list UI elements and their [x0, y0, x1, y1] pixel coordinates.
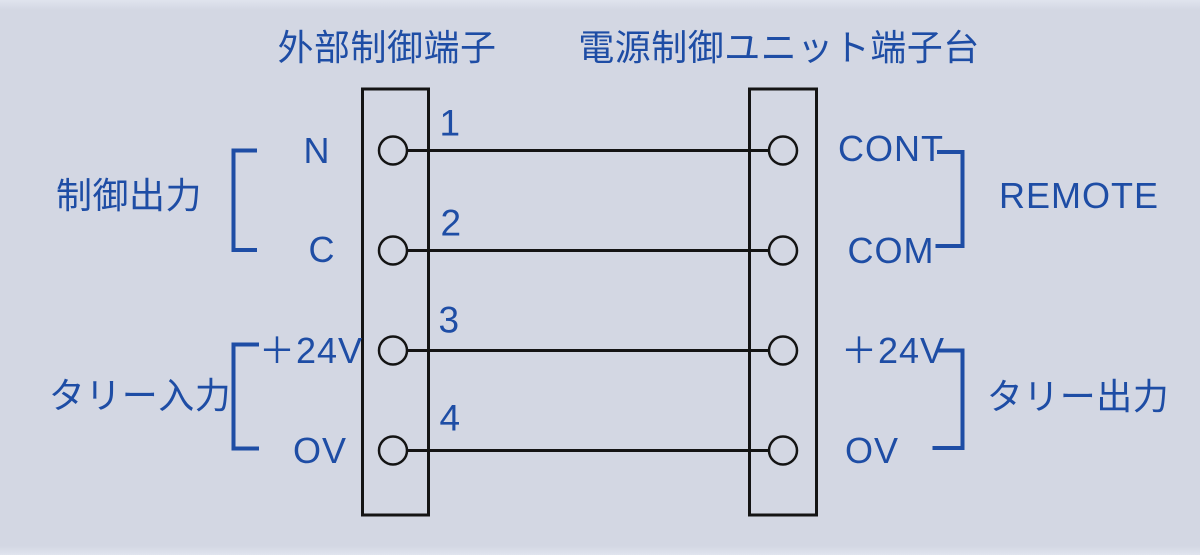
terminal-circle-right-1	[767, 135, 799, 166]
bracket-remote	[935, 150, 965, 248]
bracket-control-output	[231, 148, 257, 252]
left-terminal-block	[361, 87, 430, 517]
pin-label-right-plus24v: ＋24V	[840, 330, 946, 371]
terminal-circle-left-4	[377, 435, 409, 466]
right-block-title: 電源制御ユニット端子台	[578, 27, 980, 68]
wire-number-1: 1	[439, 102, 461, 144]
terminal-circle-left-1	[377, 135, 409, 166]
pin-label-n: N	[303, 130, 331, 171]
group-label-tally-input: タリー入力	[48, 375, 232, 416]
terminal-circle-left-3	[377, 335, 409, 366]
wire-number-3: 3	[438, 299, 460, 341]
bracket-tally-input	[231, 342, 259, 451]
pin-label-com: COM	[847, 230, 935, 271]
group-label-remote: REMOTE	[998, 175, 1160, 216]
pin-label-left-plus24v: ＋24V	[258, 330, 364, 371]
terminal-circle-right-4	[767, 435, 799, 466]
terminal-circle-left-2	[377, 235, 409, 266]
wire-number-2: 2	[440, 202, 462, 244]
group-label-control-output: 制御出力	[55, 175, 203, 216]
wire-number-4: 4	[439, 397, 461, 439]
pin-label-left-ov: OV	[292, 430, 348, 471]
pin-label-right-ov: OV	[844, 430, 900, 471]
terminal-circle-right-3	[767, 335, 799, 366]
left-block-title: 外部制御端子	[277, 27, 497, 68]
bracket-tally-output	[932, 348, 965, 450]
group-label-tally-output: タリー出力	[986, 376, 1170, 417]
pin-label-cont: CONT	[838, 128, 944, 169]
terminal-circle-right-2	[767, 235, 799, 266]
right-terminal-block	[748, 87, 818, 517]
pin-label-c: C	[308, 229, 336, 270]
